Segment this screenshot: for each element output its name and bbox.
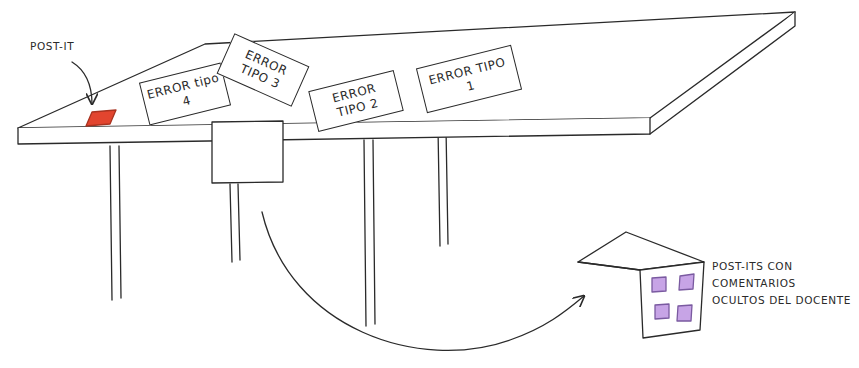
pointer-arrow xyxy=(72,62,92,104)
red-post-it xyxy=(86,110,116,126)
purple-post-it xyxy=(679,274,694,290)
zoom-arrow xyxy=(262,212,584,350)
purple-post-it xyxy=(677,305,692,321)
hanging-flap xyxy=(212,121,283,183)
table-leg xyxy=(110,146,121,300)
table-leg xyxy=(230,184,240,262)
table-edge xyxy=(650,12,795,134)
purple-post-it xyxy=(652,277,666,292)
table-leg xyxy=(364,140,375,326)
callout-label: POST-IT xyxy=(30,38,110,55)
purple-post-it xyxy=(655,304,669,319)
flap-panel xyxy=(640,262,704,338)
flap-edge xyxy=(578,262,640,270)
note-label: POST-ITS CON COMENTARIOS OCULTOS DEL DOC… xyxy=(712,258,852,309)
table-leg xyxy=(438,128,448,246)
